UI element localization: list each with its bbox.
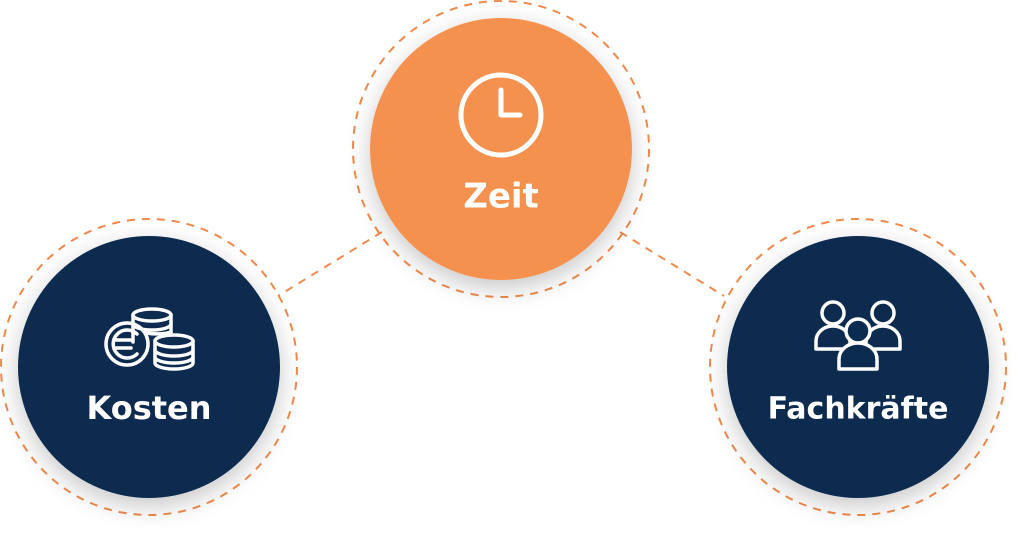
- node-fachkraefte: Fachkräfte: [709, 218, 1007, 516]
- connector-zeit-fachkraefte: [619, 231, 725, 297]
- kosten-label: Kosten: [86, 389, 211, 427]
- people-icon: [814, 300, 902, 371]
- connector-zeit-kosten: [277, 231, 383, 297]
- node-kosten: Kosten: [0, 218, 298, 516]
- kosten-circle: [18, 236, 280, 498]
- zeit-dashed-ring: [352, 0, 650, 298]
- node-zeit: Zeit: [352, 0, 650, 298]
- fachkraefte-dashed-ring: [709, 218, 1007, 516]
- kosten-dashed-ring: [0, 218, 298, 516]
- zeit-circle: [370, 18, 632, 280]
- clock-icon: [458, 72, 544, 158]
- zeit-label: Zeit: [463, 177, 539, 217]
- fachkraefte-label: Fachkräfte: [768, 392, 949, 427]
- euro-coins-icon: [104, 307, 195, 371]
